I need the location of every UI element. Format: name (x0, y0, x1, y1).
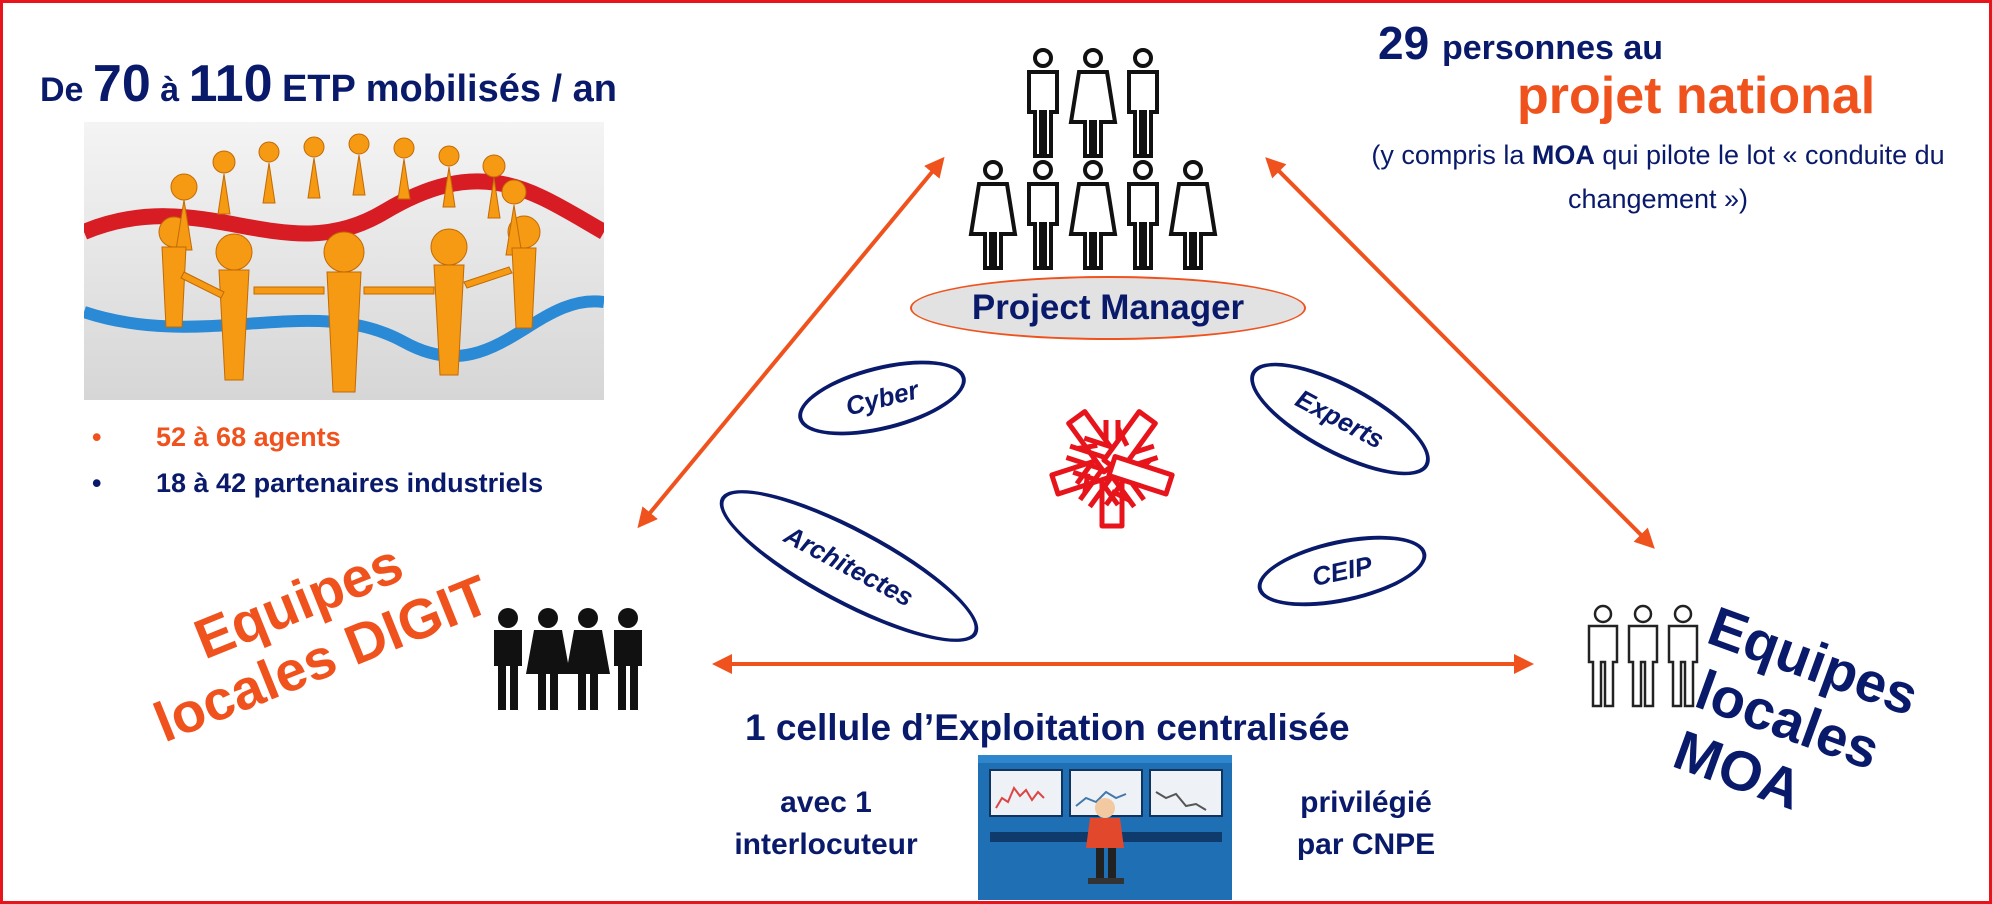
interlocutor-line-1: avec 1 (780, 786, 872, 819)
etp-title-post: ETP mobilisés / an (281, 68, 618, 110)
agents-count: 52 à 68 agents (156, 422, 341, 452)
privileged-text: privilégié par CNPE (1266, 782, 1466, 866)
national-project-label: projet national (1517, 67, 1876, 125)
privileged-line-1: privilégié (1300, 786, 1432, 819)
interlocutor-line-2: interlocuteur (734, 828, 918, 861)
project-manager-badge: Project Manager (910, 276, 1306, 340)
arrow-left-diagonal (637, 156, 945, 529)
hands-together-icon (1049, 409, 1175, 529)
moa-team-icon (1587, 604, 1699, 708)
etp-title-n2: 110 (188, 55, 273, 113)
cellule-title: 1 cellule d’Exploitation centralisée (745, 707, 1350, 748)
headcount-label: personnes au (1441, 29, 1664, 67)
etp-breakdown-list: • 52 à 68 agents • 18 à 42 partenaires ind… (92, 414, 543, 506)
bullet-dot: • (92, 468, 102, 498)
project-headcount: 29 personnes au (1378, 16, 1663, 70)
list-item: • 52 à 68 agents (92, 414, 543, 460)
interlocutor-text: avec 1 interlocuteur (706, 782, 946, 866)
arrow-right-diagonal (1265, 157, 1655, 549)
etp-title-pre: De (40, 71, 84, 109)
headcount-number: 29 (1378, 17, 1430, 69)
bullet-dot: • (92, 422, 102, 452)
etp-title: De 70 à 110 ETP mobilisés / an (40, 54, 617, 114)
digit-team-icon (494, 608, 642, 710)
privileged-line-2: par CNPE (1296, 828, 1436, 861)
etp-title-mid: à (160, 71, 180, 109)
list-item: • 18 à 42 partenaires industriels (92, 460, 543, 506)
people-circle-illustration (84, 122, 604, 400)
project-team-icon (968, 48, 1218, 270)
etp-title-n1: 70 (92, 55, 151, 113)
partners-count: 18 à 42 partenaires industriels (156, 468, 544, 498)
control-room-illustration (978, 755, 1232, 900)
